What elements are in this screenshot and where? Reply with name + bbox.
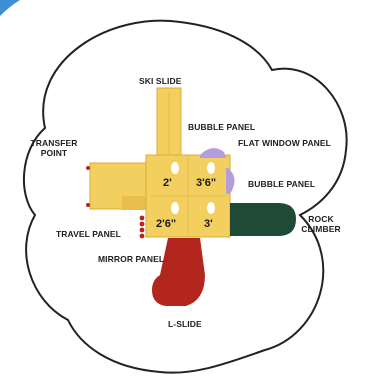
post xyxy=(207,162,215,174)
rock-climber-line2: CLIMBER xyxy=(301,224,341,234)
deck-height-top-right: 3'6" xyxy=(196,177,217,189)
transfer-point-label: TRANSFER POINT xyxy=(24,138,84,158)
post xyxy=(171,202,179,214)
mirror-panel-label: MIRROR PANEL xyxy=(98,254,165,264)
ski-slide-label: SKI SLIDE xyxy=(139,76,182,86)
corner-accent xyxy=(0,0,20,16)
deck-height-bottom-left: 2'6" xyxy=(156,218,177,230)
travel-panel-label: TRAVEL PANEL xyxy=(56,229,121,239)
deck-height-bottom-right: 3' xyxy=(204,218,213,230)
travel-panel-markers xyxy=(139,215,145,239)
transfer-markers xyxy=(86,166,90,207)
transfer-step xyxy=(122,196,146,210)
post xyxy=(171,162,179,174)
l-slide-label: L-SLIDE xyxy=(168,319,202,329)
bubble-panel-flat-window xyxy=(200,148,226,158)
bubble-panel-top-label: BUBBLE PANEL xyxy=(188,122,256,132)
rock-climber-label: ROCK CLIMBER xyxy=(292,214,350,234)
bubble-panel-right-label: BUBBLE PANEL xyxy=(248,179,316,189)
transfer-point-line2: POINT xyxy=(40,148,68,158)
l-slide xyxy=(152,238,205,306)
post xyxy=(207,202,215,214)
rock-climber xyxy=(230,203,296,236)
deck-height-top-left: 2' xyxy=(163,177,172,189)
flat-window-panel-label: FLAT WINDOW PANEL xyxy=(238,138,331,148)
transfer-point-line1: TRANSFER xyxy=(30,138,78,148)
bubble-panel-right xyxy=(226,168,235,194)
rock-climber-line1: ROCK xyxy=(308,214,334,224)
